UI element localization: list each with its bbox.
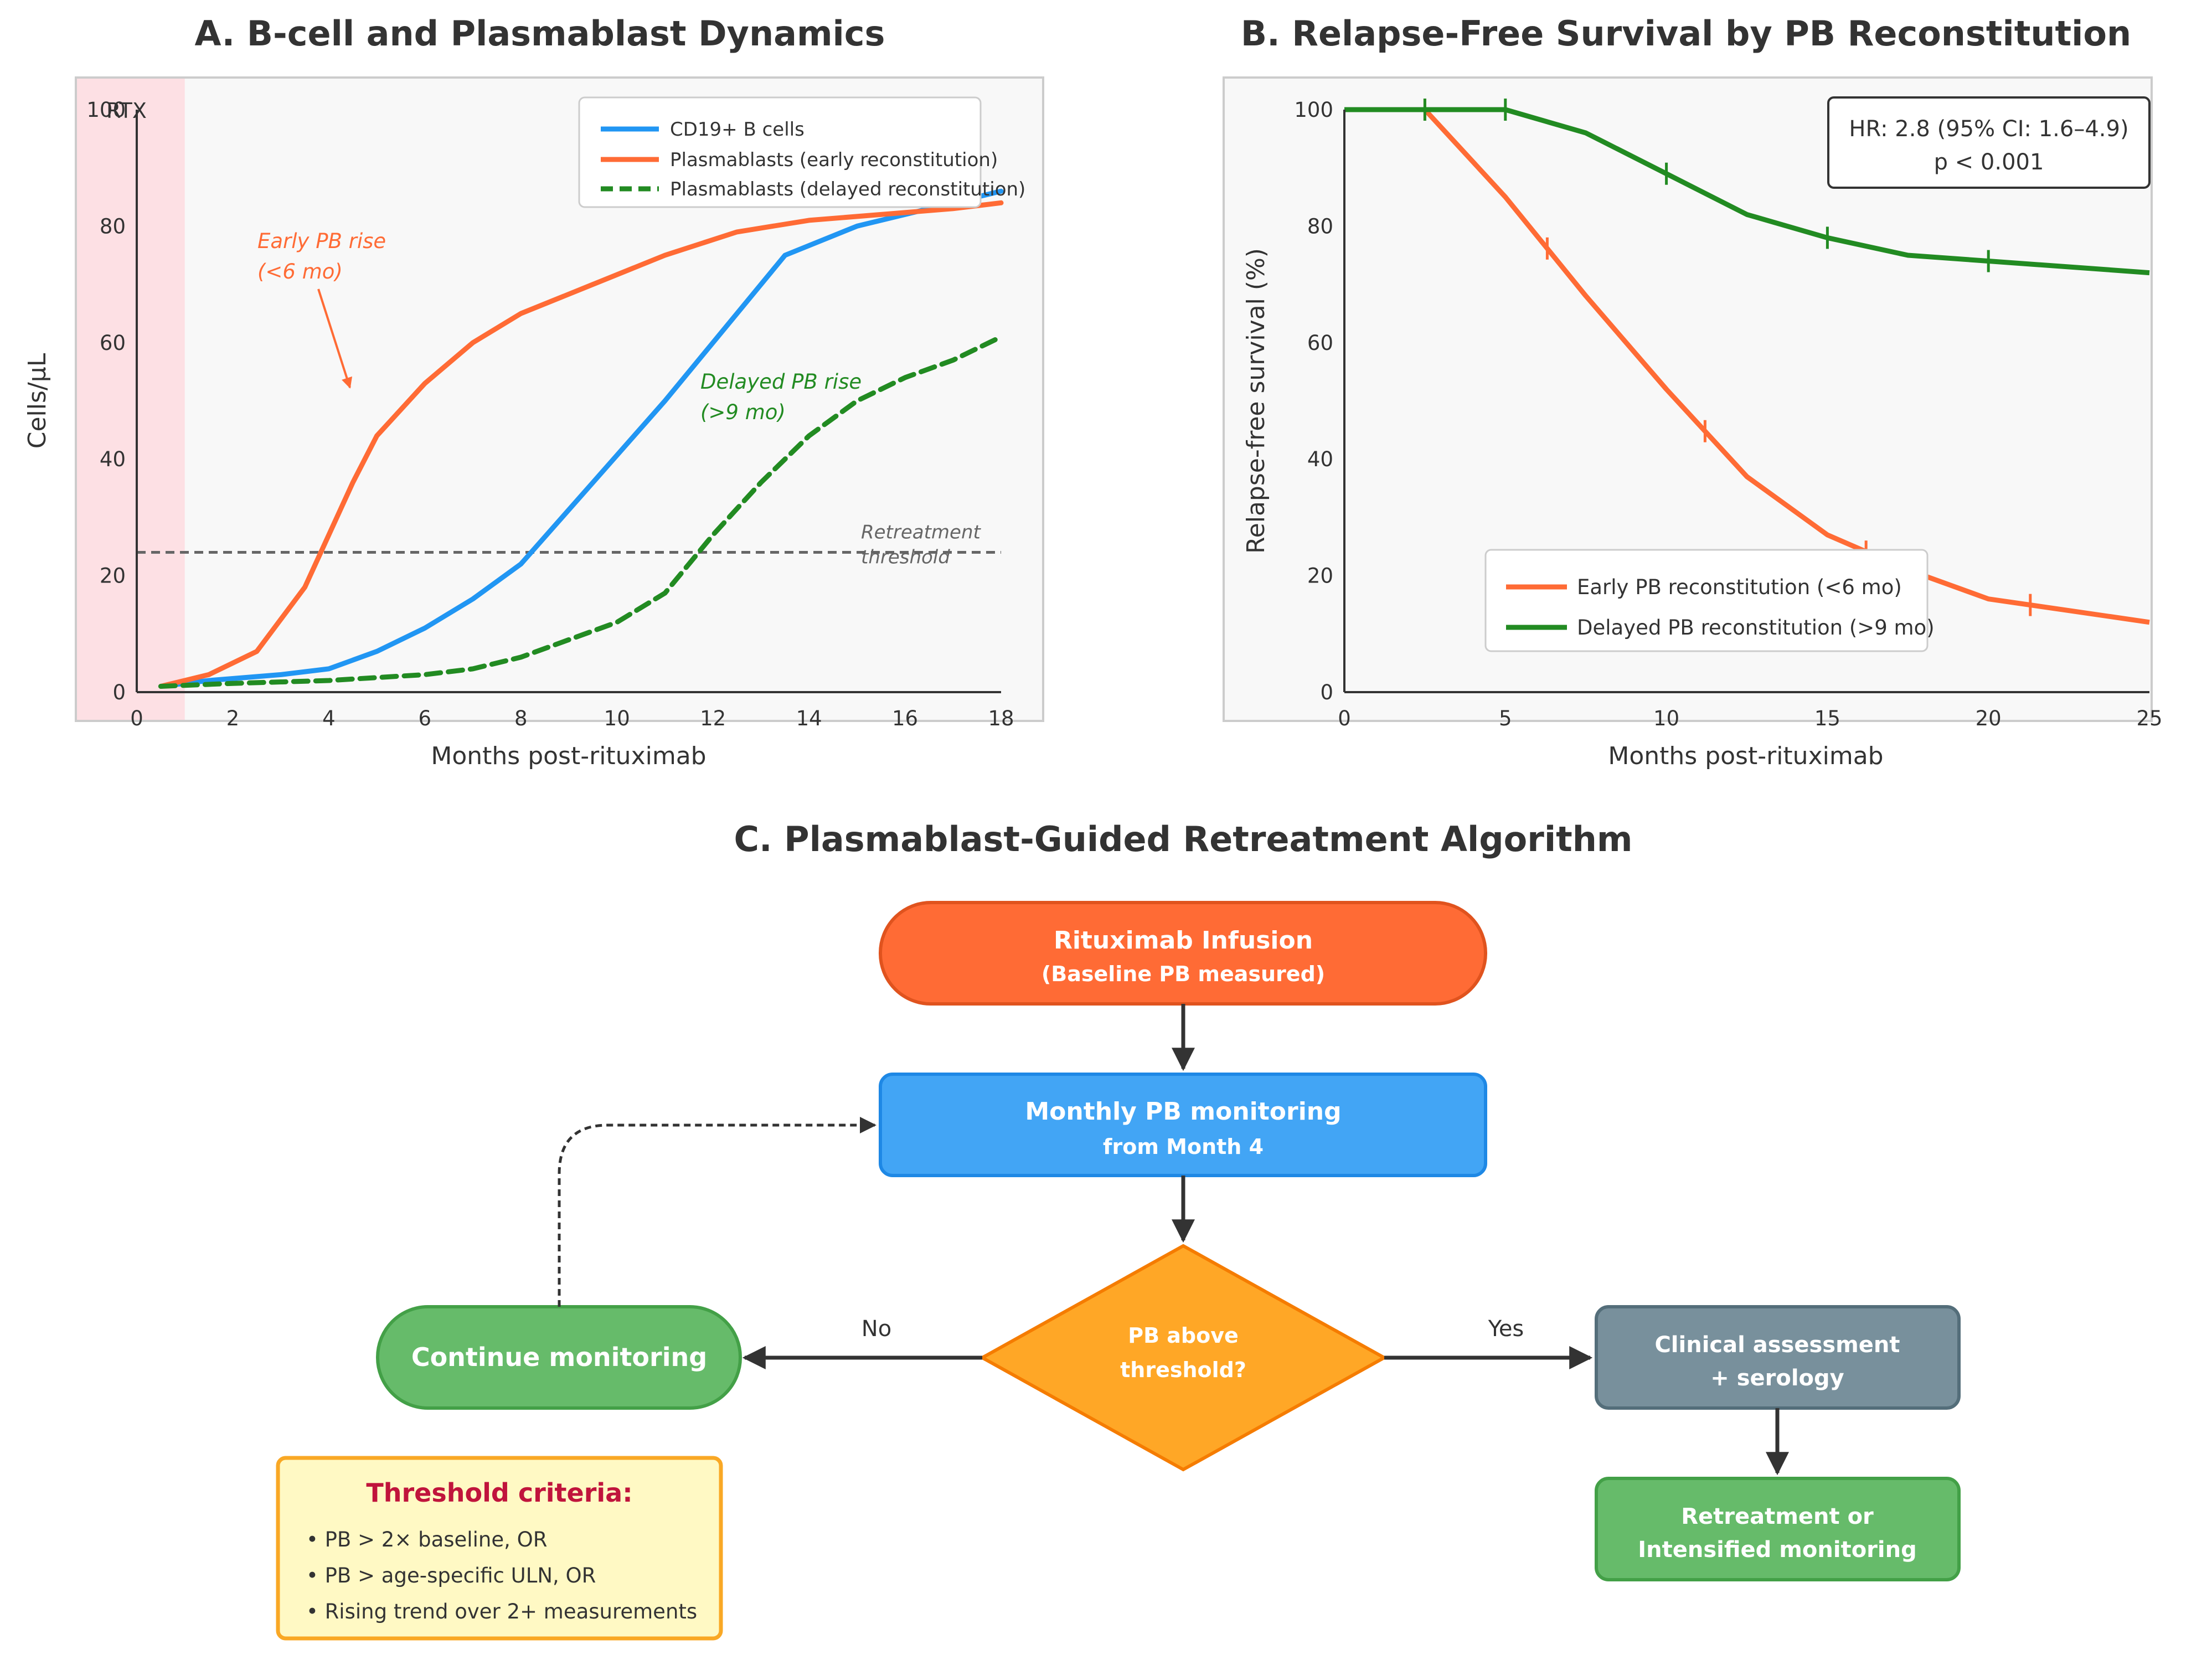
panel-a-xtick-label: 16 [892, 707, 918, 730]
pb-early-line [158, 200, 1004, 689]
early-pb-annotation-line1: Early PB rise [257, 229, 386, 253]
panel-c-flowchart: C. Plasmablast-Guided Retreatment Algori… [276, 819, 1961, 1641]
rtx-label: RTX [106, 99, 147, 123]
panel-b-ytick-label: 60 [1307, 331, 1333, 355]
node-clinical-line2: + serology [1710, 1365, 1844, 1391]
panel-b-ytick-label: 0 [1320, 681, 1333, 704]
criteria-title: Threshold criteria: [366, 1478, 632, 1508]
panel-b-legend: Early PB reconstitution (<6 mo) Delayed … [1484, 549, 1935, 652]
node-decision-line2: threshold? [1120, 1358, 1246, 1382]
node-monitoring-line1: Monthly PB monitoring [1025, 1097, 1341, 1126]
delayed-pb-annotation-line1: Delayed PB rise [700, 370, 862, 394]
node-decision-line1: PB above [1128, 1323, 1239, 1348]
node-retreatment-line1: Retreatment or [1681, 1504, 1874, 1529]
panel-c-title: C. Plasmablast-Guided Retreatment Algori… [734, 819, 1633, 859]
panel-b-axes: 0 5 10 15 20 25 0 20 40 60 80 100 [1294, 98, 2162, 730]
legend-a-pb-early: Plasmablasts (early reconstitution) [670, 149, 998, 171]
criteria-item-3: • Rising trend over 2+ measurements [306, 1600, 697, 1623]
panel-b-xlabel: Months post-rituximab [1608, 742, 1883, 770]
legend-a-pb-delayed: Plasmablasts (delayed reconstitution) [670, 178, 1025, 200]
threshold-label-line1: Retreatment [861, 522, 982, 544]
edge-label-yes: Yes [1488, 1316, 1524, 1342]
early-pb-annotation-arrow [317, 288, 353, 389]
legend-b-delayed: Delayed PB reconstitution (>9 mo) [1577, 616, 1935, 640]
arrow-continue-loop [558, 1117, 876, 1307]
panel-b-xtick-label: 25 [2136, 707, 2162, 730]
panel-a-xtick-label: 2 [226, 707, 240, 730]
node-monitoring-line2: from Month 4 [1103, 1135, 1264, 1159]
panel-a-title: A. B-cell and Plasmablast Dynamics [195, 13, 885, 54]
panel-b-xtick-label: 5 [1499, 707, 1512, 730]
panel-a-series [158, 188, 1004, 689]
hr-stats-box: HR: 2.8 (95% CI: 1.6–4.9) p < 0.001 [1827, 96, 2151, 189]
pb-delayed-line [158, 334, 1004, 689]
km-early-line [1344, 107, 2150, 625]
panel-b-ytick-label: 80 [1307, 214, 1333, 238]
panel-a-legend: CD19+ B cells Plasmablasts (early recons… [578, 96, 1025, 208]
legend-b-early: Early PB reconstitution (<6 mo) [1577, 575, 1902, 599]
panel-a-ylabel: Cells/μL [23, 353, 51, 449]
panel-b-chart: B. Relapse-Free Survival by PB Reconstit… [1223, 13, 2163, 770]
panel-b-series [1344, 99, 2150, 625]
criteria-item-1: • PB > 2× baseline, OR [306, 1528, 547, 1551]
node-rituximab-line1: Rituximab Infusion [1054, 926, 1313, 955]
panel-b-ytick-label: 100 [1294, 98, 1333, 122]
criteria-item-2: • PB > age-specific ULN, OR [306, 1564, 596, 1587]
p-value-text: p < 0.001 [1934, 150, 2044, 175]
panel-a-xtick-label: 14 [796, 707, 822, 730]
panel-b-xtick-label: 0 [1338, 707, 1351, 730]
node-retreatment-line2: Intensified monitoring [1638, 1537, 1916, 1563]
panel-a-ytick-label: 20 [100, 564, 126, 588]
panel-a-xtick-label: 4 [322, 707, 336, 730]
panel-a-xlabel: Months post-rituximab [431, 742, 706, 770]
legend-a-bcell: CD19+ B cells [670, 118, 805, 141]
node-continue-label: Continue monitoring [411, 1342, 707, 1372]
panel-a-ytick-label: 0 [112, 681, 126, 704]
panel-a-xtick-label: 8 [514, 707, 528, 730]
delayed-pb-annotation-line2: (>9 mo) [700, 400, 786, 424]
threshold-criteria-box: Threshold criteria: • PB > 2× baseline, … [276, 1456, 723, 1641]
early-pb-annotation-line2: (<6 mo) [257, 260, 343, 283]
edge-label-no: No [862, 1316, 891, 1342]
panel-a-chart: A. B-cell and Plasmablast Dynamics RTX R… [23, 13, 1044, 770]
panel-a-xtick-label: 18 [988, 707, 1014, 730]
panel-a-axes: 0 2 4 6 8 10 12 14 16 18 0 20 40 60 80 100 [86, 98, 1014, 730]
panel-a-xtick-label: 10 [604, 707, 630, 730]
threshold-label-line2: threshold [861, 547, 950, 569]
panel-a-xtick-label: 6 [419, 707, 432, 730]
hr-text: HR: 2.8 (95% CI: 1.6–4.9) [1849, 116, 2128, 142]
km-delayed-line [1344, 107, 2150, 276]
panel-b-xtick-label: 20 [1976, 707, 2002, 730]
panel-a-ytick-label: 40 [100, 447, 126, 471]
rtx-band [77, 79, 185, 720]
panel-a-ytick-label: 100 [86, 98, 126, 122]
panel-a-xtick-label: 0 [130, 707, 143, 730]
node-clinical-line1: Clinical assessment [1654, 1332, 1900, 1358]
panel-a-ytick-label: 60 [100, 331, 126, 355]
panel-b-xtick-label: 15 [1814, 707, 1840, 730]
panel-b-title: B. Relapse-Free Survival by PB Reconstit… [1241, 13, 2131, 54]
node-decision-diamond [978, 1244, 1388, 1472]
panel-b-ytick-label: 20 [1307, 564, 1333, 588]
node-rituximab-line2: (Baseline PB measured) [1041, 962, 1325, 986]
panel-b-xtick-label: 10 [1653, 707, 1679, 730]
panel-a-xtick-label: 12 [700, 707, 726, 730]
panel-b-ytick-label: 40 [1307, 447, 1333, 471]
node-retreatment [1595, 1477, 1961, 1581]
bcell-line [158, 188, 1004, 689]
panel-b-ylabel: Relapse-free survival (%) [1242, 248, 1270, 554]
panel-a-ytick-label: 80 [100, 214, 126, 238]
